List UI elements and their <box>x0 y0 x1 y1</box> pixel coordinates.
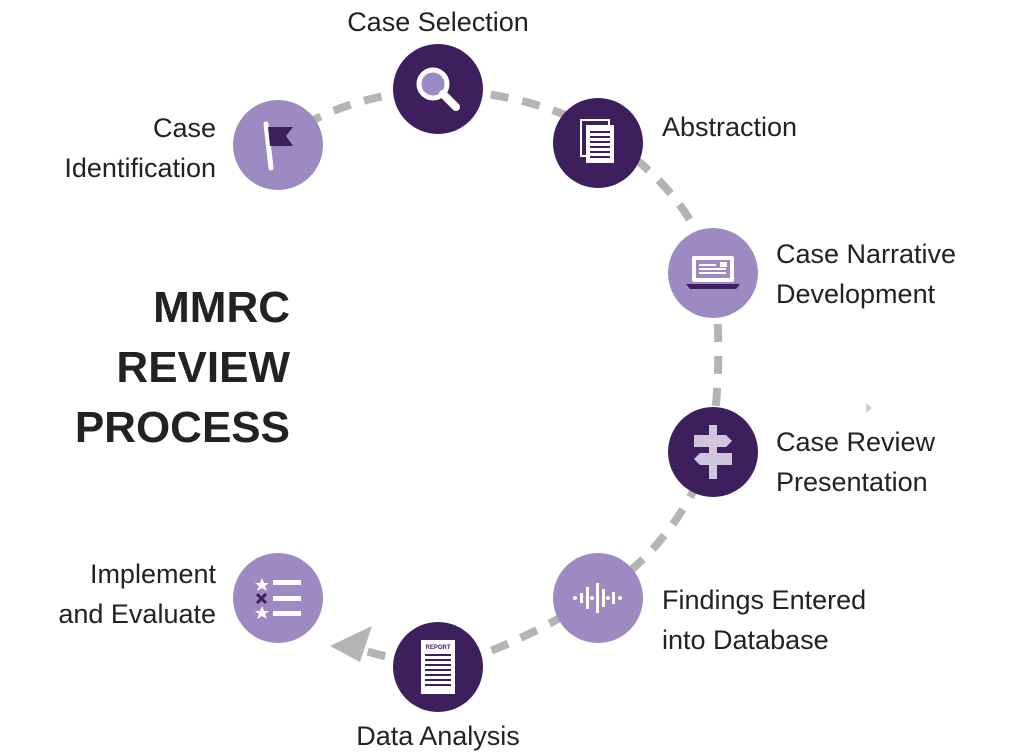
data-points-icon <box>573 583 622 613</box>
step-label-abstraction: Abstraction <box>662 112 798 142</box>
cycle-arrowhead-icon <box>330 626 372 662</box>
magnifier-icon <box>416 67 460 111</box>
step-implement-and-evaluate <box>233 553 323 643</box>
laptop-icon <box>686 256 740 289</box>
step-case-identification <box>233 100 323 190</box>
step-case-review-presentation <box>668 407 758 497</box>
step-case-narrative-development <box>668 228 758 318</box>
step-findings-entered-into-database <box>553 553 643 643</box>
step-label-findings-entered-into-database: Findings Entered into Database <box>662 585 867 655</box>
step-label-implement-and-evaluate: Implement and Evaluate <box>58 559 216 629</box>
title-line-3: PROCESS <box>74 403 290 452</box>
faint-mark <box>866 403 872 413</box>
signpost-icon <box>694 425 732 479</box>
report-icon-text: REPORT <box>425 645 450 651</box>
step-label-data-analysis: Data Analysis <box>356 721 520 751</box>
page-title: MMRC REVIEW PROCESS <box>40 278 290 458</box>
title-line-2: REVIEW <box>116 343 290 392</box>
step-label-case-selection: Case Selection <box>347 7 529 37</box>
report-icon: REPORT <box>421 640 455 694</box>
title-line-1: MMRC <box>153 283 290 332</box>
step-case-selection <box>393 44 483 134</box>
connector-dash-path <box>275 84 723 672</box>
step-abstraction <box>553 98 643 188</box>
step-label-case-review-presentation: Case Review Presentation <box>776 427 936 497</box>
step-label-case-identification: Case Identification <box>64 113 216 183</box>
step-label-case-narrative-development: Case Narrative Development <box>776 239 957 309</box>
documents-icon <box>580 119 614 163</box>
flag-icon <box>263 121 293 171</box>
checklist-icon <box>255 578 301 619</box>
step-data-analysis: REPORT <box>393 622 483 712</box>
